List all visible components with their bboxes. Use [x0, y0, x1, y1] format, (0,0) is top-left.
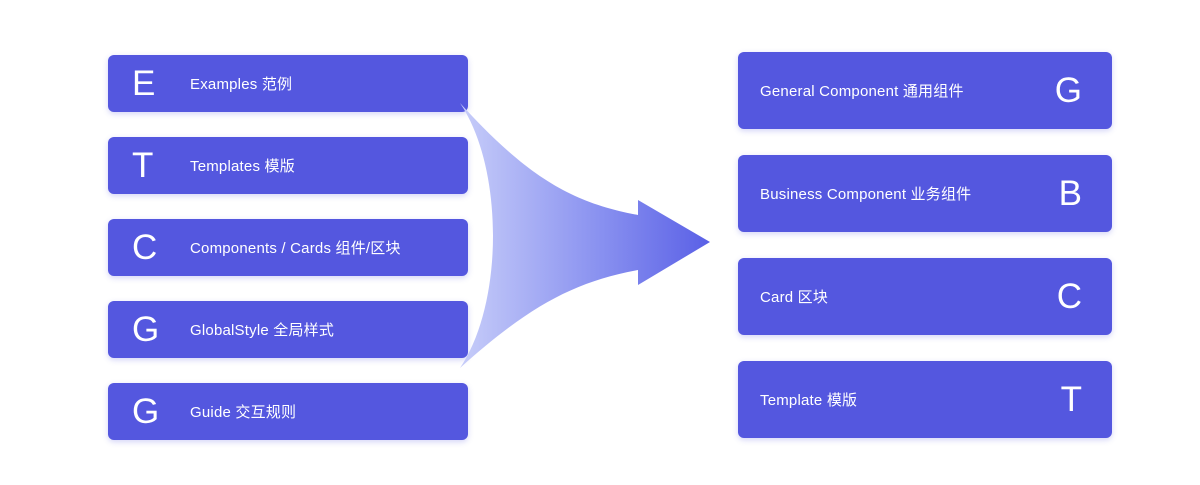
card-label: Template 模版 — [760, 392, 858, 409]
card-letter: C — [132, 228, 158, 267]
card-label: Components / Cards 组件/区块 — [190, 240, 401, 257]
card-label: General Component 通用组件 — [760, 83, 964, 100]
right-card-general-component: General Component 通用组件 G — [738, 52, 1112, 129]
card-letter: G — [132, 392, 160, 431]
right-card-card: Card 区块 C — [738, 258, 1112, 335]
card-letter: T — [132, 146, 154, 185]
card-letter: E — [132, 64, 156, 103]
right-card-business-component: Business Component 业务组件 B — [738, 155, 1112, 232]
left-card-globalstyle: G GlobalStyle 全局样式 — [108, 301, 468, 358]
card-letter: G — [132, 310, 160, 349]
card-label: Examples 范例 — [190, 76, 293, 93]
left-card-components: C Components / Cards 组件/区块 — [108, 219, 468, 276]
left-card-guide: G Guide 交互规则 — [108, 383, 468, 440]
merge-right-arrow-icon — [460, 103, 710, 368]
card-letter: C — [1056, 277, 1082, 316]
card-label: Templates 模版 — [190, 158, 295, 175]
left-card-examples: E Examples 范例 — [108, 55, 468, 112]
right-card-template: Template 模版 T — [738, 361, 1112, 438]
left-card-templates: T Templates 模版 — [108, 137, 468, 194]
card-label: Business Component 业务组件 — [760, 186, 972, 203]
card-label: Guide 交互规则 — [190, 404, 297, 421]
left-column: E Examples 范例 T Templates 模版 C Component… — [108, 55, 468, 440]
right-column: General Component 通用组件 G Business Compon… — [738, 52, 1112, 438]
card-label: GlobalStyle 全局样式 — [190, 322, 335, 339]
card-letter: T — [1060, 380, 1082, 419]
card-letter: G — [1054, 71, 1082, 110]
card-letter: B — [1058, 174, 1082, 213]
card-label: Card 区块 — [760, 289, 829, 306]
